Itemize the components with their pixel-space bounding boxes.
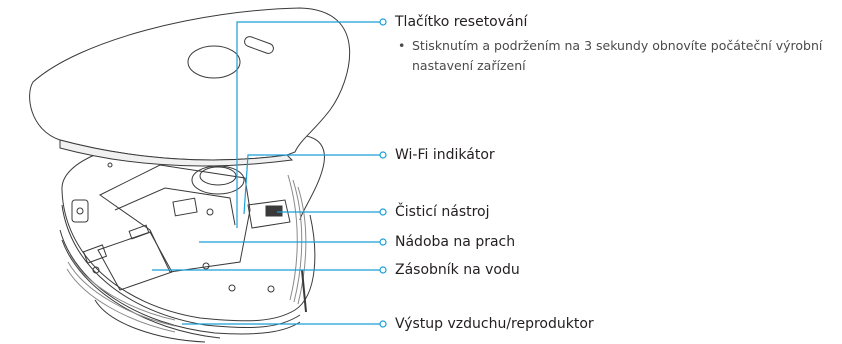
callout-marker-cleaning-tool xyxy=(379,208,387,216)
dust-bin-panel xyxy=(82,164,251,291)
cleaning-tool-slot xyxy=(247,199,291,229)
callout-marker-air-outlet xyxy=(379,320,387,328)
label-reset-button: Tlačítko resetování xyxy=(395,14,528,30)
left-wheel xyxy=(71,199,89,223)
top-lid xyxy=(29,7,350,167)
callout-marker-dust-bin xyxy=(379,238,387,246)
side-grille xyxy=(66,174,307,333)
robot-body xyxy=(59,134,325,339)
callout-markers xyxy=(379,18,387,328)
label-wifi-indicator: Wi-Fi indikátor xyxy=(395,147,495,163)
callout-marker-wifi xyxy=(379,151,387,159)
leader-lines xyxy=(152,21,380,325)
bullet-dot: • xyxy=(398,38,406,53)
reset-button-description-text: Stisknutím a podržením na 3 sekundy obno… xyxy=(412,38,823,73)
callout-marker-water-tank xyxy=(379,266,387,274)
callout-marker-reset xyxy=(379,18,387,26)
label-air-outlet: Výstup vzduchu/reproduktor xyxy=(395,316,594,332)
label-water-tank: Zásobník na vodu xyxy=(395,262,520,278)
label-dust-bin: Nádoba na prach xyxy=(395,234,516,250)
screws xyxy=(92,162,275,293)
label-cleaning-tool: Čisticí nástroj xyxy=(395,204,490,220)
